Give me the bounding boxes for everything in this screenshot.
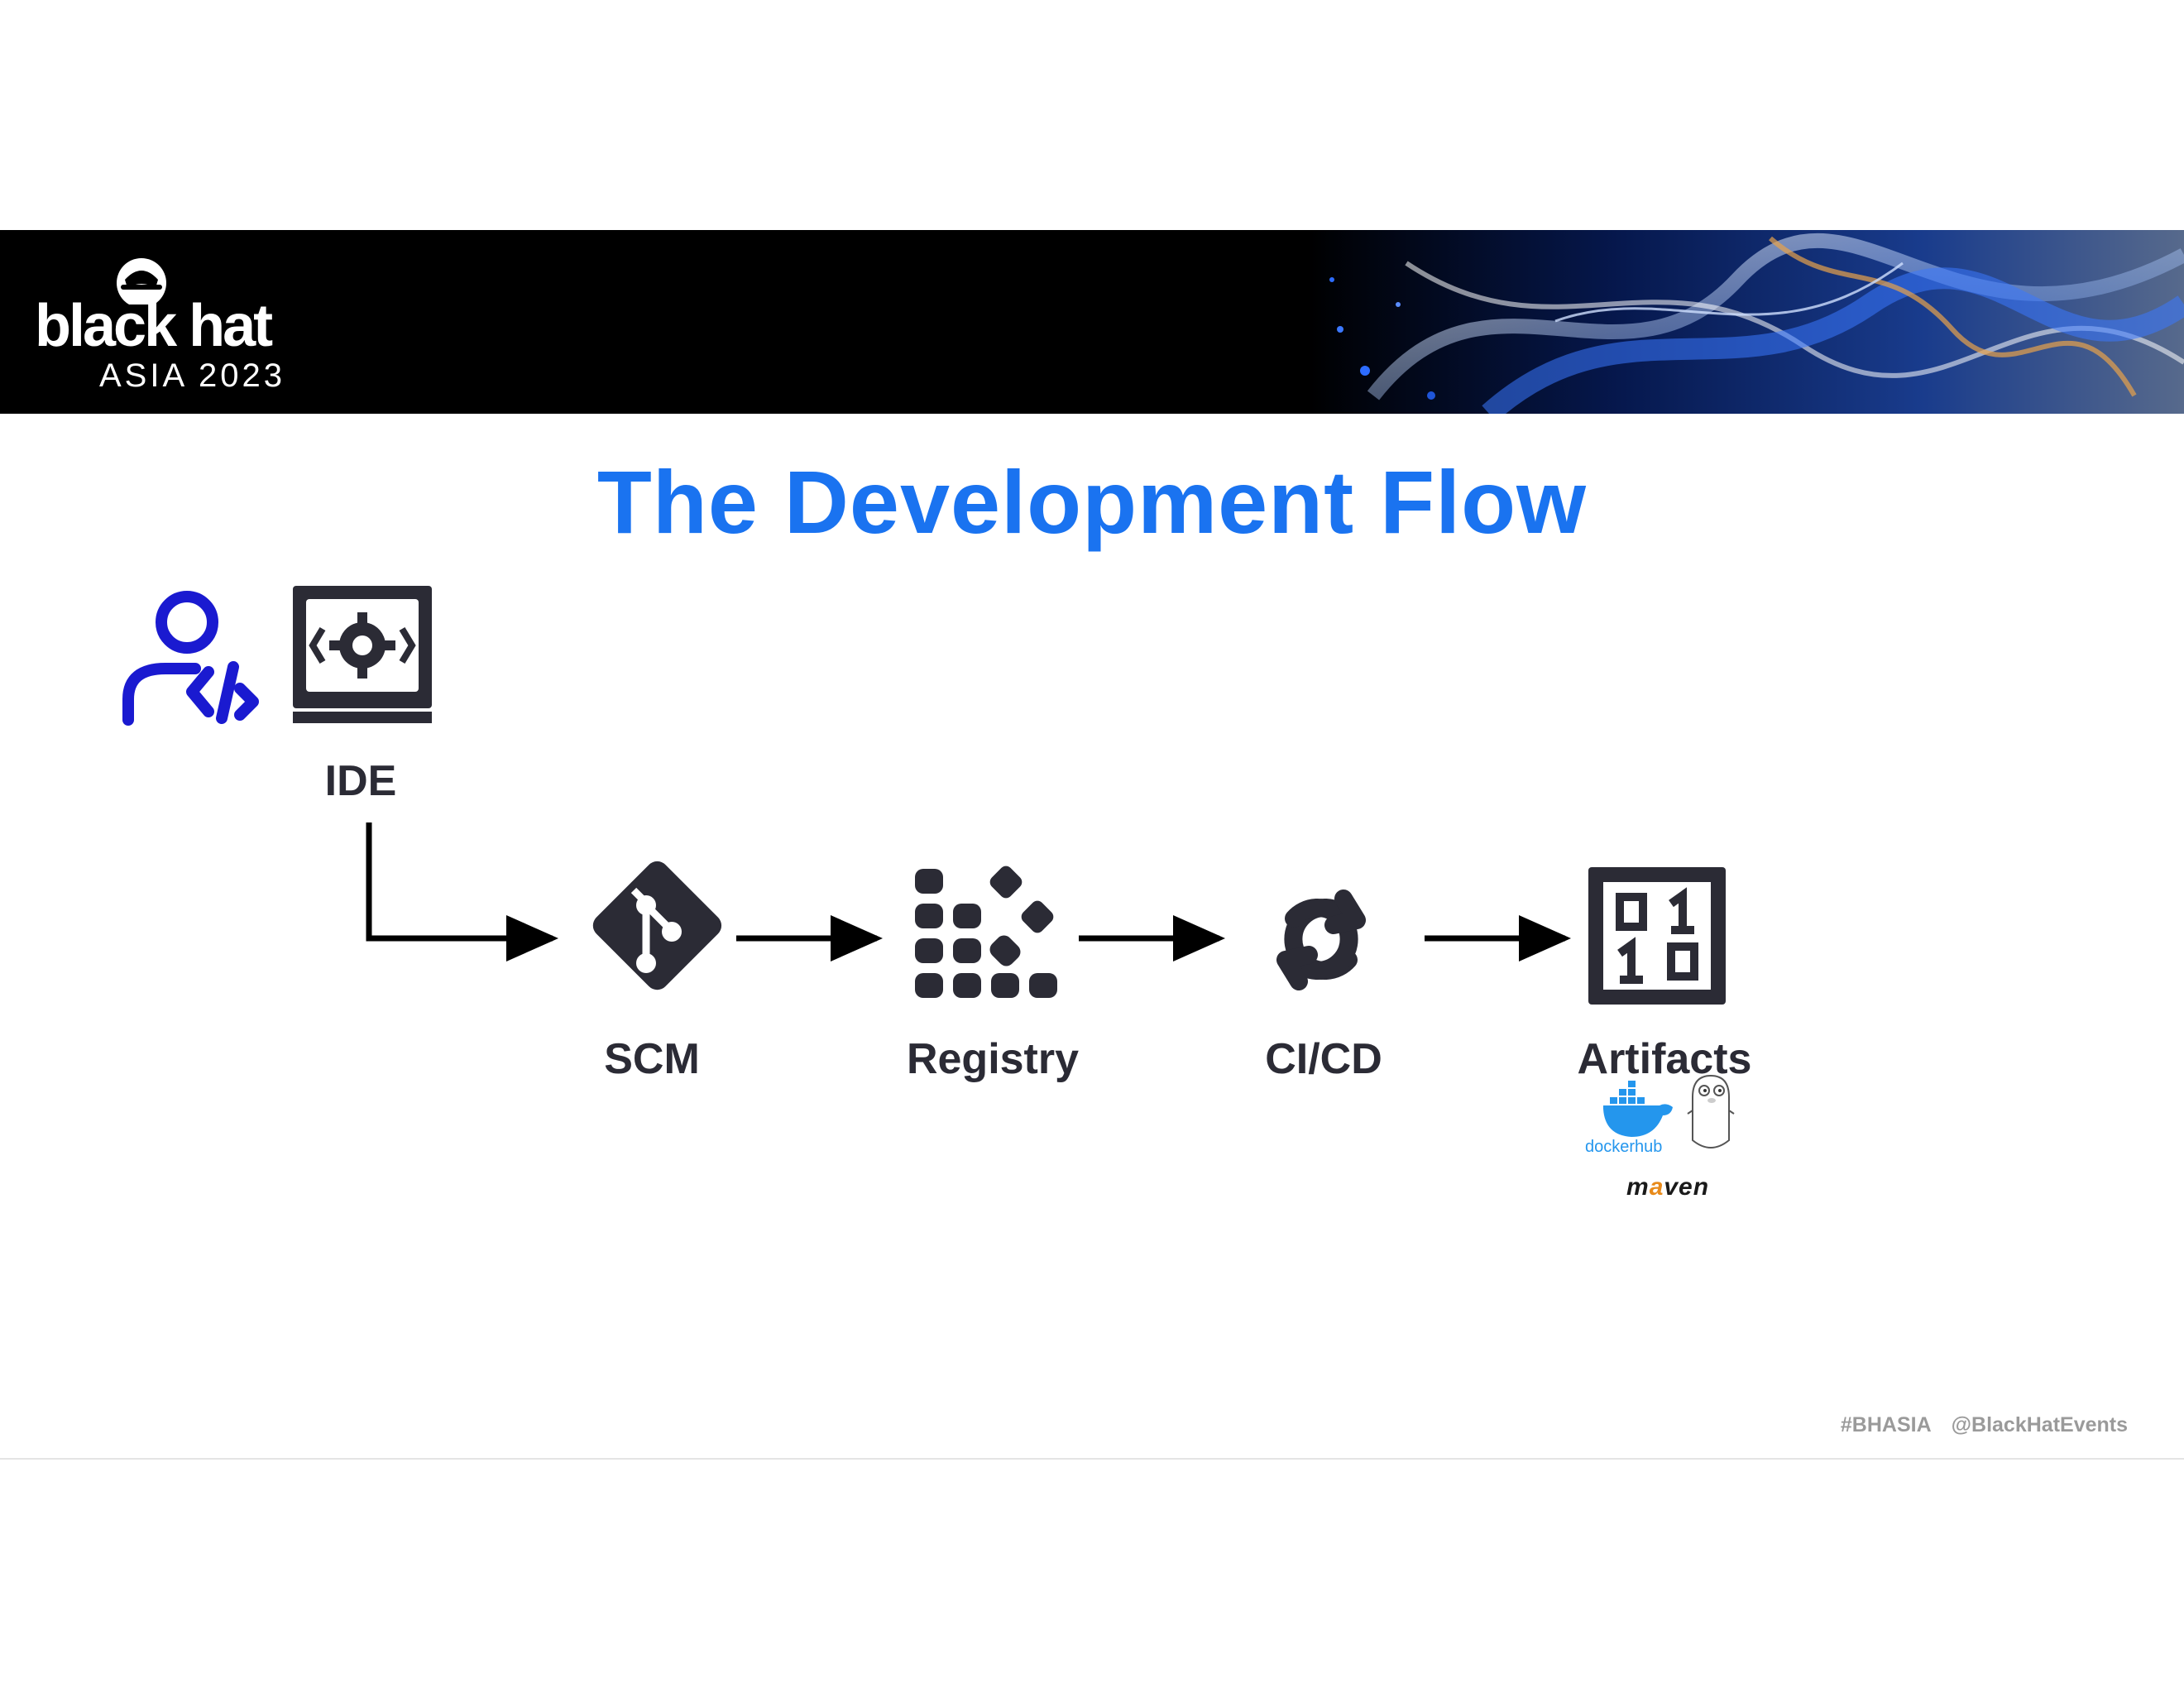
binary-icon — [1588, 867, 1726, 1005]
maven-logo-suffix: ven — [1664, 1173, 1710, 1201]
maven-logo: maven — [1626, 1173, 1709, 1201]
logo-sub-text: ASIA 2023 — [99, 357, 286, 394]
maven-logo-accent: a — [1649, 1173, 1664, 1201]
bottom-divider — [0, 1458, 2184, 1460]
registry-dots-icon — [915, 866, 1057, 998]
go-gopher-icon — [1687, 1074, 1735, 1149]
node-label-registry: Registry — [906, 1035, 1080, 1083]
node-label-cicd: CI/CD — [1265, 1035, 1382, 1083]
node-label-scm: SCM — [604, 1035, 700, 1083]
connector-ide-scm — [366, 822, 558, 961]
footer-hashtag: #BHASIA — [1840, 1413, 1932, 1436]
footer-tags: #BHASIA @BlackHatEvents — [1821, 1413, 2128, 1437]
banner-smoke-art — [1307, 230, 2184, 414]
slide-title: The Development Flow — [596, 452, 1588, 552]
logo-main-text: black hat — [35, 293, 273, 359]
git-icon — [592, 861, 722, 990]
footer-handle: @BlackHatEvents — [1951, 1413, 2128, 1436]
ide-gear-icon — [293, 586, 432, 723]
header-banner: black hat ASIA 2023 — [0, 230, 2184, 414]
cycle-arrows-icon — [1276, 890, 1366, 990]
dockerhub-logo-text: dockerhub — [1585, 1138, 1663, 1156]
blackhat-logo: black hat ASIA 2023 — [33, 255, 364, 396]
developer-code-icon — [122, 591, 259, 726]
maven-logo-prefix: m — [1626, 1173, 1650, 1201]
node-label-artifacts: Artifacts — [1577, 1035, 1752, 1083]
node-label-ide: IDE — [324, 757, 397, 805]
docker-whale-icon — [1603, 1081, 1673, 1137]
hat-icon — [117, 258, 166, 305]
